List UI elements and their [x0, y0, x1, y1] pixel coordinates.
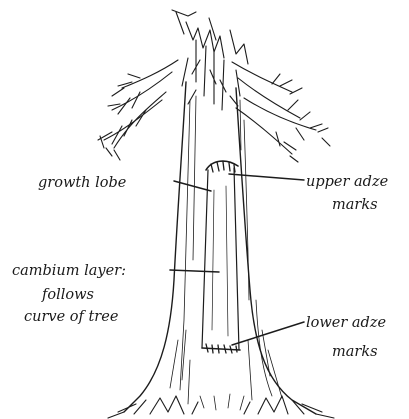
leader-lower-adze: [232, 322, 304, 345]
label-upper-adze-line1: upper adze: [306, 174, 388, 190]
label-cambium-line3: curve of tree: [24, 309, 118, 325]
label-lower-adze-line2: marks: [332, 344, 378, 360]
leader-upper-adze: [229, 174, 304, 180]
label-cambium-line1: cambium layer:: [12, 263, 126, 279]
tree-base: [108, 396, 334, 418]
tree-crown: [98, 10, 330, 162]
label-lower-adze-line1: lower adze: [306, 315, 386, 331]
leader-cambium: [170, 270, 219, 272]
label-growth-lobe: growth lobe: [38, 175, 126, 191]
label-upper-adze-line2: marks: [332, 197, 378, 213]
tree-trunk: [124, 82, 316, 414]
label-cambium-line2: follows: [41, 287, 94, 303]
